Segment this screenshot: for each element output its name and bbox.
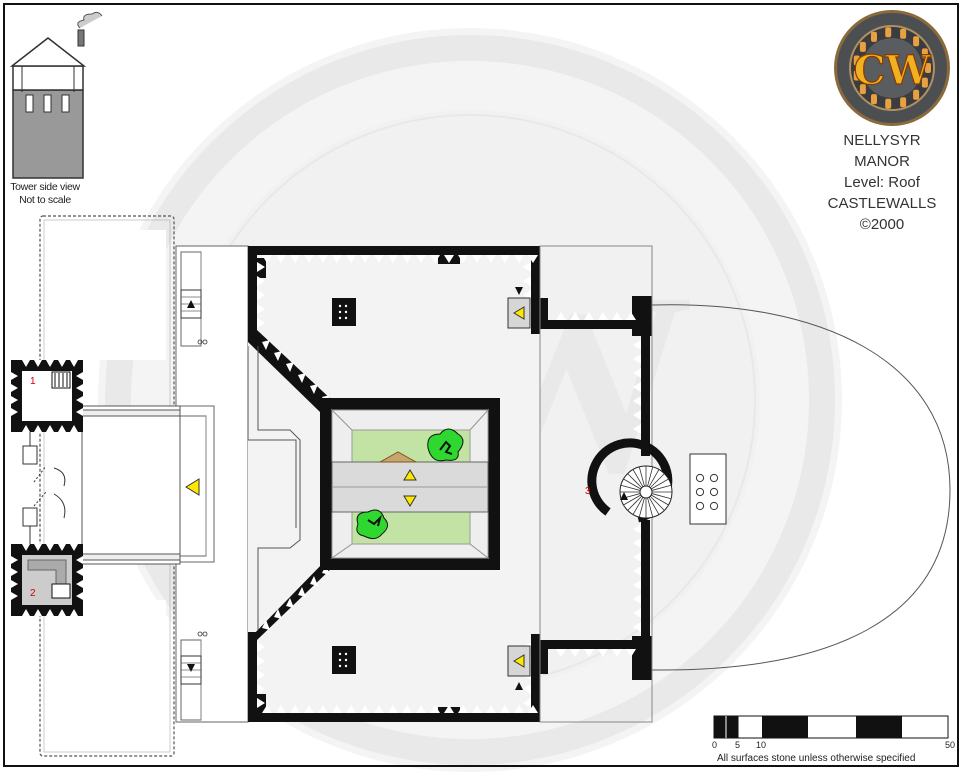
logo-letters: CW xyxy=(854,47,932,94)
title-line-1: NELLYSYR xyxy=(843,132,921,149)
map-frame xyxy=(3,3,959,767)
scale-labels: 0 5 10 50 xyxy=(712,740,958,752)
title-line-4: CASTLEWALLS xyxy=(827,195,937,212)
castlewalls-logo: CW xyxy=(834,10,950,126)
scale-tick-10: 10 xyxy=(756,740,767,750)
map-title: NELLYSYR MANOR Level: Roof CASTLEWALLS ©… xyxy=(808,130,956,235)
scale-tick-50: 50 xyxy=(945,740,956,750)
chimney-blocks xyxy=(332,298,356,674)
room-label-2: 2 xyxy=(30,588,36,599)
room-label-1: 1 xyxy=(30,376,36,387)
title-line-2: MANOR xyxy=(854,153,910,170)
title-line-5: ©2000 xyxy=(859,216,905,233)
spiral-stair xyxy=(587,438,673,523)
table xyxy=(689,453,727,525)
room-label-3: 3 xyxy=(585,486,591,497)
tower-1 xyxy=(11,360,83,432)
stair-arrows xyxy=(185,287,525,690)
tower-caption-line-1: Tower side view xyxy=(10,181,80,193)
outer-corridor xyxy=(165,245,249,723)
scale-tick-0: 0 xyxy=(712,740,718,750)
crenellations xyxy=(11,255,641,713)
title-line-3: Level: Roof xyxy=(844,174,920,191)
scale-tick-5: 5 xyxy=(735,740,741,750)
footnote: All surfaces stone unless otherwise spec… xyxy=(717,753,916,764)
tower-2 xyxy=(11,544,83,616)
scale-bar xyxy=(713,715,949,739)
tower-caption-line-2: Not to scale xyxy=(19,194,71,206)
tower-side-view xyxy=(9,11,103,179)
tower-caption: Tower side view Not to scale xyxy=(4,181,86,207)
